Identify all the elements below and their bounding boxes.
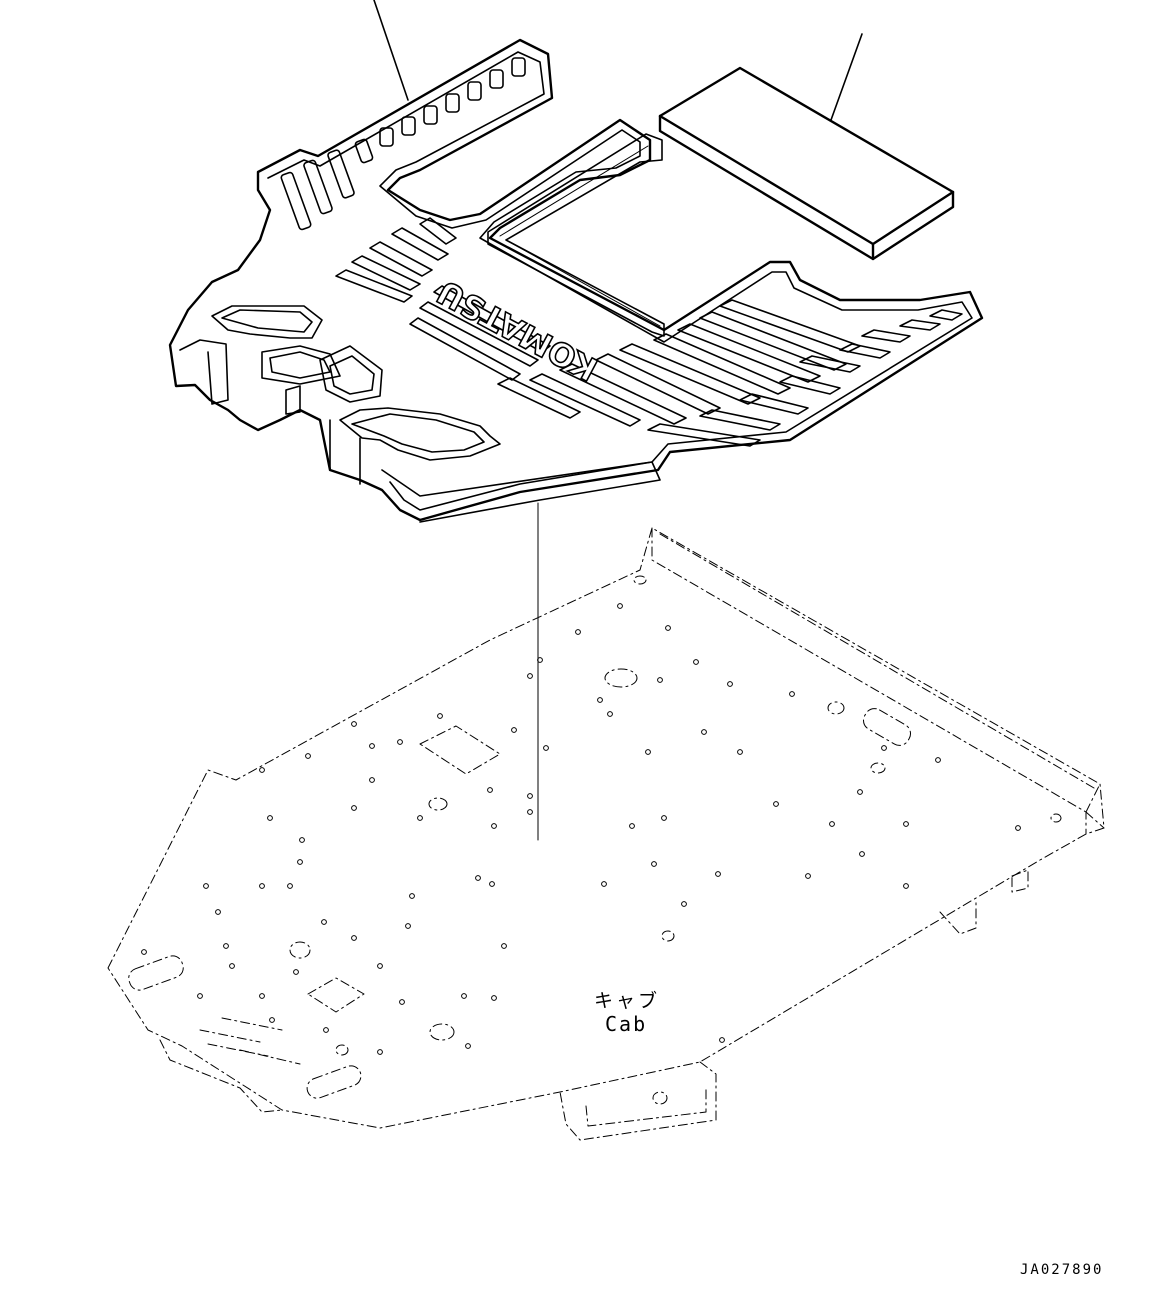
drawing-code: JA027890 bbox=[1020, 1262, 1104, 1278]
leader-lines bbox=[373, 0, 863, 841]
cab-floor-outline bbox=[107, 527, 1105, 1129]
back-ribs bbox=[280, 57, 526, 231]
cab-label-japanese: キャブ bbox=[594, 990, 661, 1012]
left-console bbox=[179, 305, 501, 485]
leader-line-floor-mat bbox=[373, 0, 409, 101]
insulation-pad bbox=[658, 66, 955, 261]
side-ribs bbox=[335, 217, 457, 303]
floor-mat-logo: KOMATSU bbox=[431, 273, 604, 389]
floor-mat: KOMATSU bbox=[168, 38, 984, 523]
floor-mat-outline bbox=[168, 38, 984, 522]
cab-holes bbox=[289, 575, 1062, 1105]
front-ribs bbox=[409, 285, 963, 447]
cab-label-english: Cab bbox=[605, 1012, 648, 1036]
cab-bolt-holes bbox=[141, 603, 1021, 1055]
cab-floor-plate bbox=[107, 527, 1105, 1141]
leader-line-insulation-pad bbox=[830, 33, 863, 121]
